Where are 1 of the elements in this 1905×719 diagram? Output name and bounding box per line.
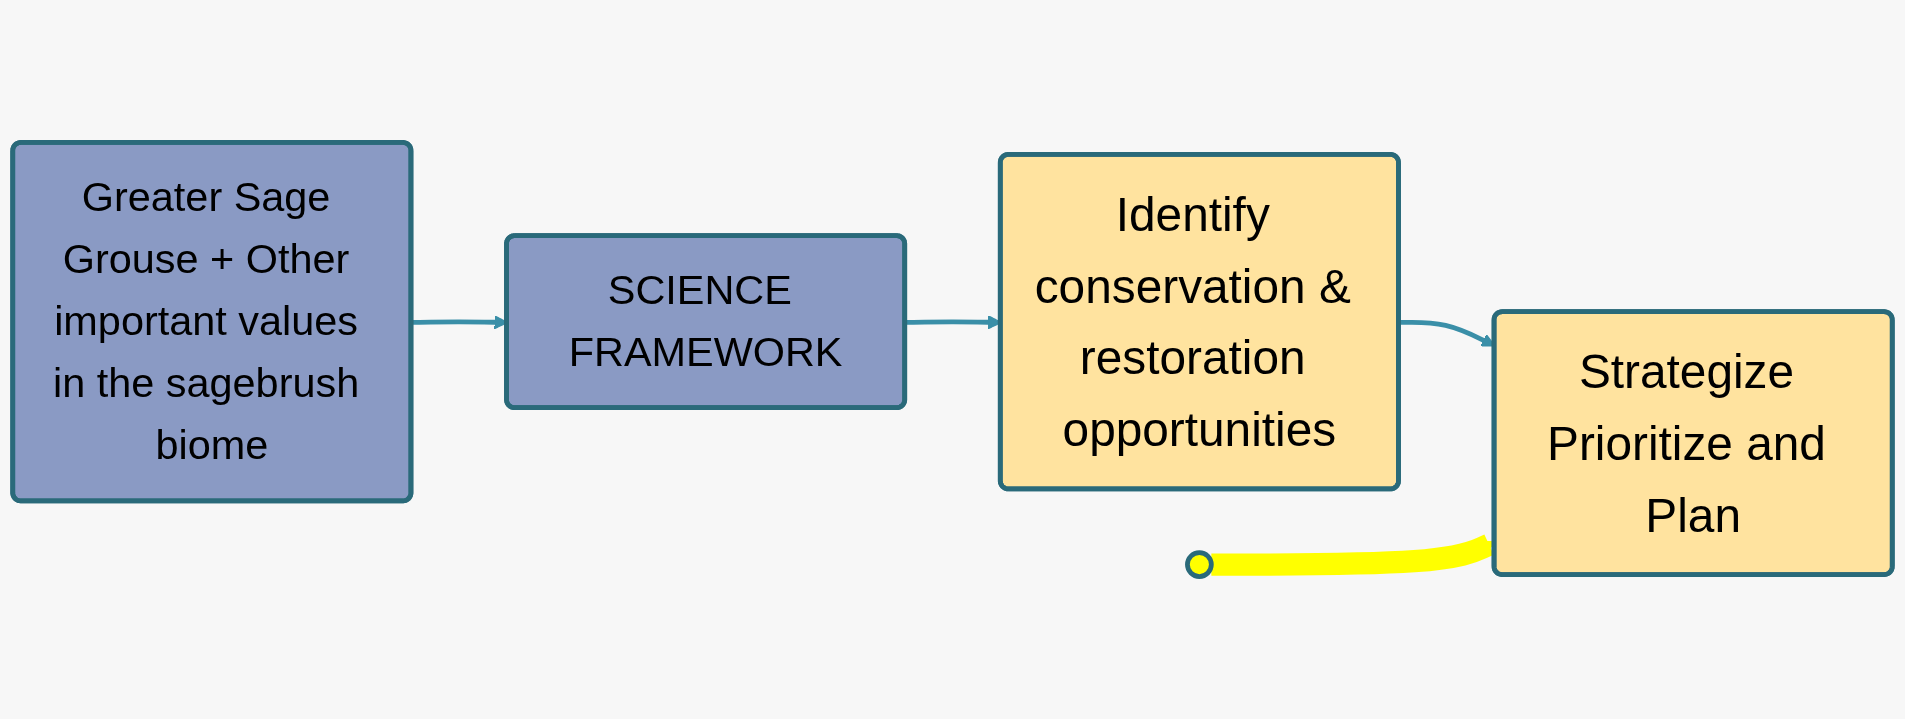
node-ellipse — [1185, 550, 1214, 579]
